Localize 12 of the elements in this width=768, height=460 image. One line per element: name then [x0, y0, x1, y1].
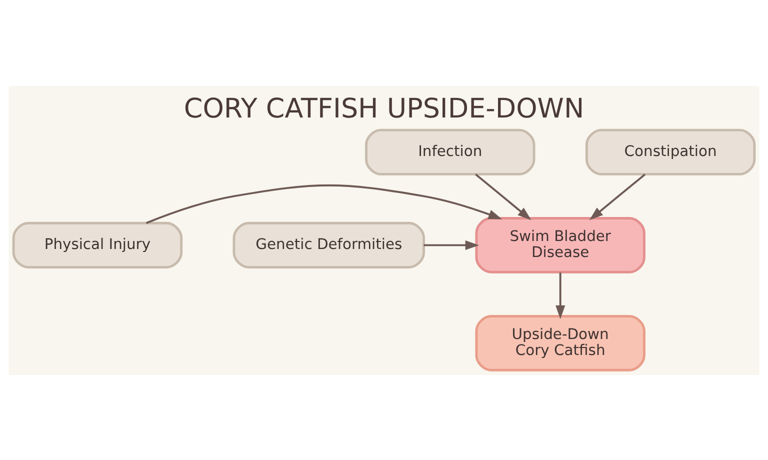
node-box: Genetic Deformities: [232, 221, 426, 268]
node-box: Swim Bladder Disease: [475, 216, 646, 273]
node-box: Infection: [365, 128, 536, 175]
node-box: Physical Injury: [12, 221, 183, 268]
arrow: [424, 240, 480, 250]
arrow: [475, 173, 532, 220]
node-box: Upside-Down Cory Catfish: [475, 314, 646, 371]
arrow: [146, 184, 502, 224]
node-box: Constipation: [585, 128, 756, 175]
arrow: [556, 272, 566, 319]
arrow: [589, 173, 646, 220]
diagram-title: CORY CATFISH UPSIDE-DOWN: [184, 92, 584, 124]
